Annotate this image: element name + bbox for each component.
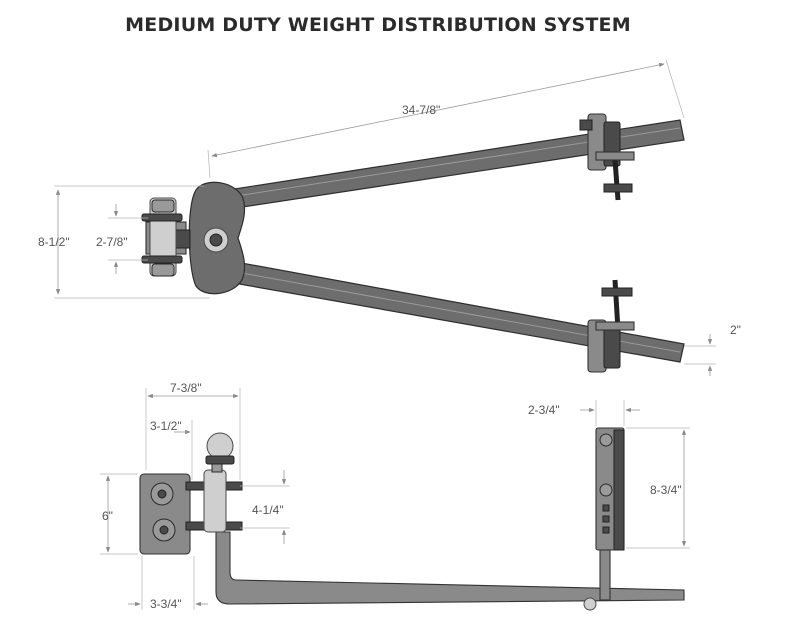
dim-label-bracket-width: 2-3/4" (528, 403, 560, 417)
dim-bar-offset: 2" (684, 323, 741, 376)
shank-assembly (141, 197, 191, 277)
upper-snap-bracket (579, 113, 635, 201)
dim-bracket-width: 2-3/4" (528, 400, 640, 426)
page-title: MEDIUM DUTY WEIGHT DISTRIBUTION SYSTEM (125, 14, 631, 36)
dim-head-height: 8-1/2" (38, 185, 210, 299)
lower-snap-bracket (587, 279, 635, 373)
dim-bracket-height: 8-3/4" (626, 427, 690, 549)
dim-plate-height: 6" (100, 473, 138, 555)
dim-label-ball-height: 3-1/2" (150, 419, 182, 433)
dim-label-bracket-height: 8-3/4" (650, 483, 682, 497)
mounting-plate (139, 473, 191, 555)
dim-head-depth: 7-3/8" (145, 381, 241, 480)
dim-shank-height: 4-1/4" (240, 470, 290, 544)
side-view: 7-3/8" 3-1/2" 4-1/4" 6" (100, 381, 690, 611)
dim-label-shank-width: 2-7/8" (96, 235, 128, 249)
ball-and-shank (185, 432, 243, 533)
dim-label-plate-height: 6" (102, 509, 113, 523)
dim-label-plate-width: 3-3/4" (150, 597, 182, 611)
dim-plate-width: 3-3/4" (128, 556, 208, 611)
side-snap-bracket (583, 427, 625, 611)
dim-shank-width: 2-7/8" (96, 204, 148, 274)
dim-label-head-height: 8-1/2" (38, 235, 70, 249)
dim-label-head-depth: 7-3/8" (170, 381, 202, 395)
dim-bar-length: 34-7/8" (207, 59, 685, 179)
dim-label-bar-offset: 2" (730, 323, 741, 337)
dim-label-bar-length: 34-7/8" (402, 103, 440, 117)
side-spring-bar (215, 531, 685, 605)
dim-label-shank-height: 4-1/4" (252, 503, 284, 517)
dim-ball-height: 3-1/2" (150, 419, 193, 480)
hitch-head (188, 181, 246, 295)
top-view: 34-7/8" 8-1/2" 2-7/8" (38, 59, 741, 376)
